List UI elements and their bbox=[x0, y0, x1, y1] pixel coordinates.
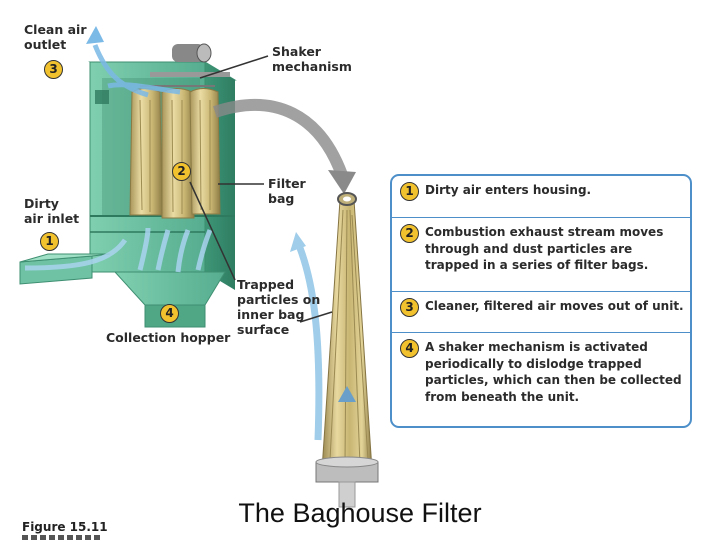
badge-bags: 2 bbox=[172, 162, 191, 181]
inner-air-arrowhead bbox=[338, 386, 356, 402]
step-3: 3 Cleaner, filtered air moves out of uni… bbox=[392, 291, 690, 331]
badge-outlet: 3 bbox=[44, 60, 63, 79]
step-1: 1 Dirty air enters housing. bbox=[392, 176, 690, 215]
figure-label: Figure 15.11 bbox=[22, 520, 108, 534]
step-2: 2 Combustion exhaust stream moves throug… bbox=[392, 217, 690, 290]
step-3-badge: 3 bbox=[400, 298, 419, 317]
figure-credit-line bbox=[22, 535, 102, 540]
step-4-badge: 4 bbox=[400, 339, 419, 358]
clean-air-outlet-label: Clean air outlet bbox=[24, 22, 87, 52]
slide-caption: The Baghouse Filter bbox=[238, 498, 482, 528]
shaker-mechanism bbox=[140, 43, 230, 87]
leader-lines bbox=[189, 55, 333, 323]
step-1-badge: 1 bbox=[400, 182, 419, 201]
step-2-badge: 2 bbox=[400, 224, 419, 243]
outer-air-arrowhead bbox=[290, 232, 306, 252]
trapped-particles-label: Trapped particles on inner bag surface bbox=[237, 277, 321, 337]
dirty-air-inlet-label: Dirty air inlet bbox=[24, 196, 80, 226]
outlet-arrowhead bbox=[86, 26, 104, 44]
step-4-text: A shaker mechanism is activated periodic… bbox=[425, 340, 682, 404]
step-4: 4 A shaker mechanism is activated period… bbox=[392, 332, 690, 426]
zoom-arrowhead bbox=[328, 170, 356, 194]
step-3-text: Cleaner, filtered air moves out of unit. bbox=[425, 299, 684, 313]
collection-hopper-label: Collection hopper bbox=[106, 330, 231, 345]
filter-bag-label: Filter bag bbox=[268, 176, 306, 206]
zoom-arrow bbox=[213, 99, 348, 178]
step-1-text: Dirty air enters housing. bbox=[425, 183, 592, 197]
step-2-text: Combustion exhaust stream moves through … bbox=[425, 225, 664, 272]
badge-hopper: 4 bbox=[160, 304, 179, 323]
filter-bags bbox=[129, 88, 221, 219]
badge-inlet: 1 bbox=[40, 232, 59, 251]
shaker-mechanism-label: Shaker mechanism bbox=[272, 44, 352, 74]
air-flow-arrows bbox=[24, 44, 213, 273]
outer-air-arrow bbox=[296, 246, 323, 441]
steps-panel: 1 Dirty air enters housing. 2 Combustion… bbox=[390, 174, 692, 428]
